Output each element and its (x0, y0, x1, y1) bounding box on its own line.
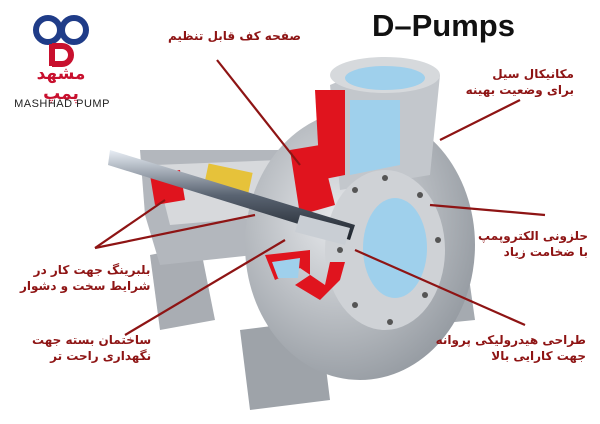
label-line: بلبرینگ جهت کار در (33, 263, 151, 277)
logo-text-fa: مشهد پمپ (36, 64, 86, 104)
label-mechanical-seal: مکانیکال سیل برای وضعیت بهینه (466, 66, 574, 98)
impeller (295, 215, 350, 245)
label-base-plate: صفحه کف قابل تنظیم (168, 28, 301, 44)
label-volute: حلزونی الکتروپمپ با ضخامت زیاد (478, 228, 588, 260)
label-line: مکانیکال سیل (492, 67, 574, 81)
discharge-flange (315, 57, 440, 190)
page-title: D–Pumps (372, 8, 515, 43)
label-line: حلزونی الکتروپمپ (478, 229, 588, 243)
label-closed-structure: ساختمان بسته جهت نگهداری راحت تر (32, 332, 151, 364)
suction-flange (325, 170, 445, 330)
label-impeller: طراحی هیدرولیکی پروانه جهت کارایی بالا (436, 332, 586, 364)
label-line: نگهداری راحت تر (50, 349, 152, 363)
label-line: شرایط سخت و دشوار (20, 279, 151, 293)
label-line: جهت کارایی بالا (491, 349, 586, 363)
leader-lines (94, 59, 546, 336)
label-bearing: بلبرینگ جهت کار در شرایط سخت و دشوار (20, 262, 150, 294)
label-line: صفحه کف قابل تنظیم (168, 29, 301, 43)
shaft (108, 150, 355, 240)
label-line: ساختمان بسته جهت (32, 333, 152, 347)
logo-icon (33, 15, 89, 67)
label-line: طراحی هیدرولیکی پروانه (435, 333, 586, 347)
label-line: با ضخامت زیاد (503, 245, 588, 259)
logo-text-en: MASHHAD PUMP (14, 98, 110, 110)
label-line: برای وضعیت بهینه (465, 83, 574, 97)
